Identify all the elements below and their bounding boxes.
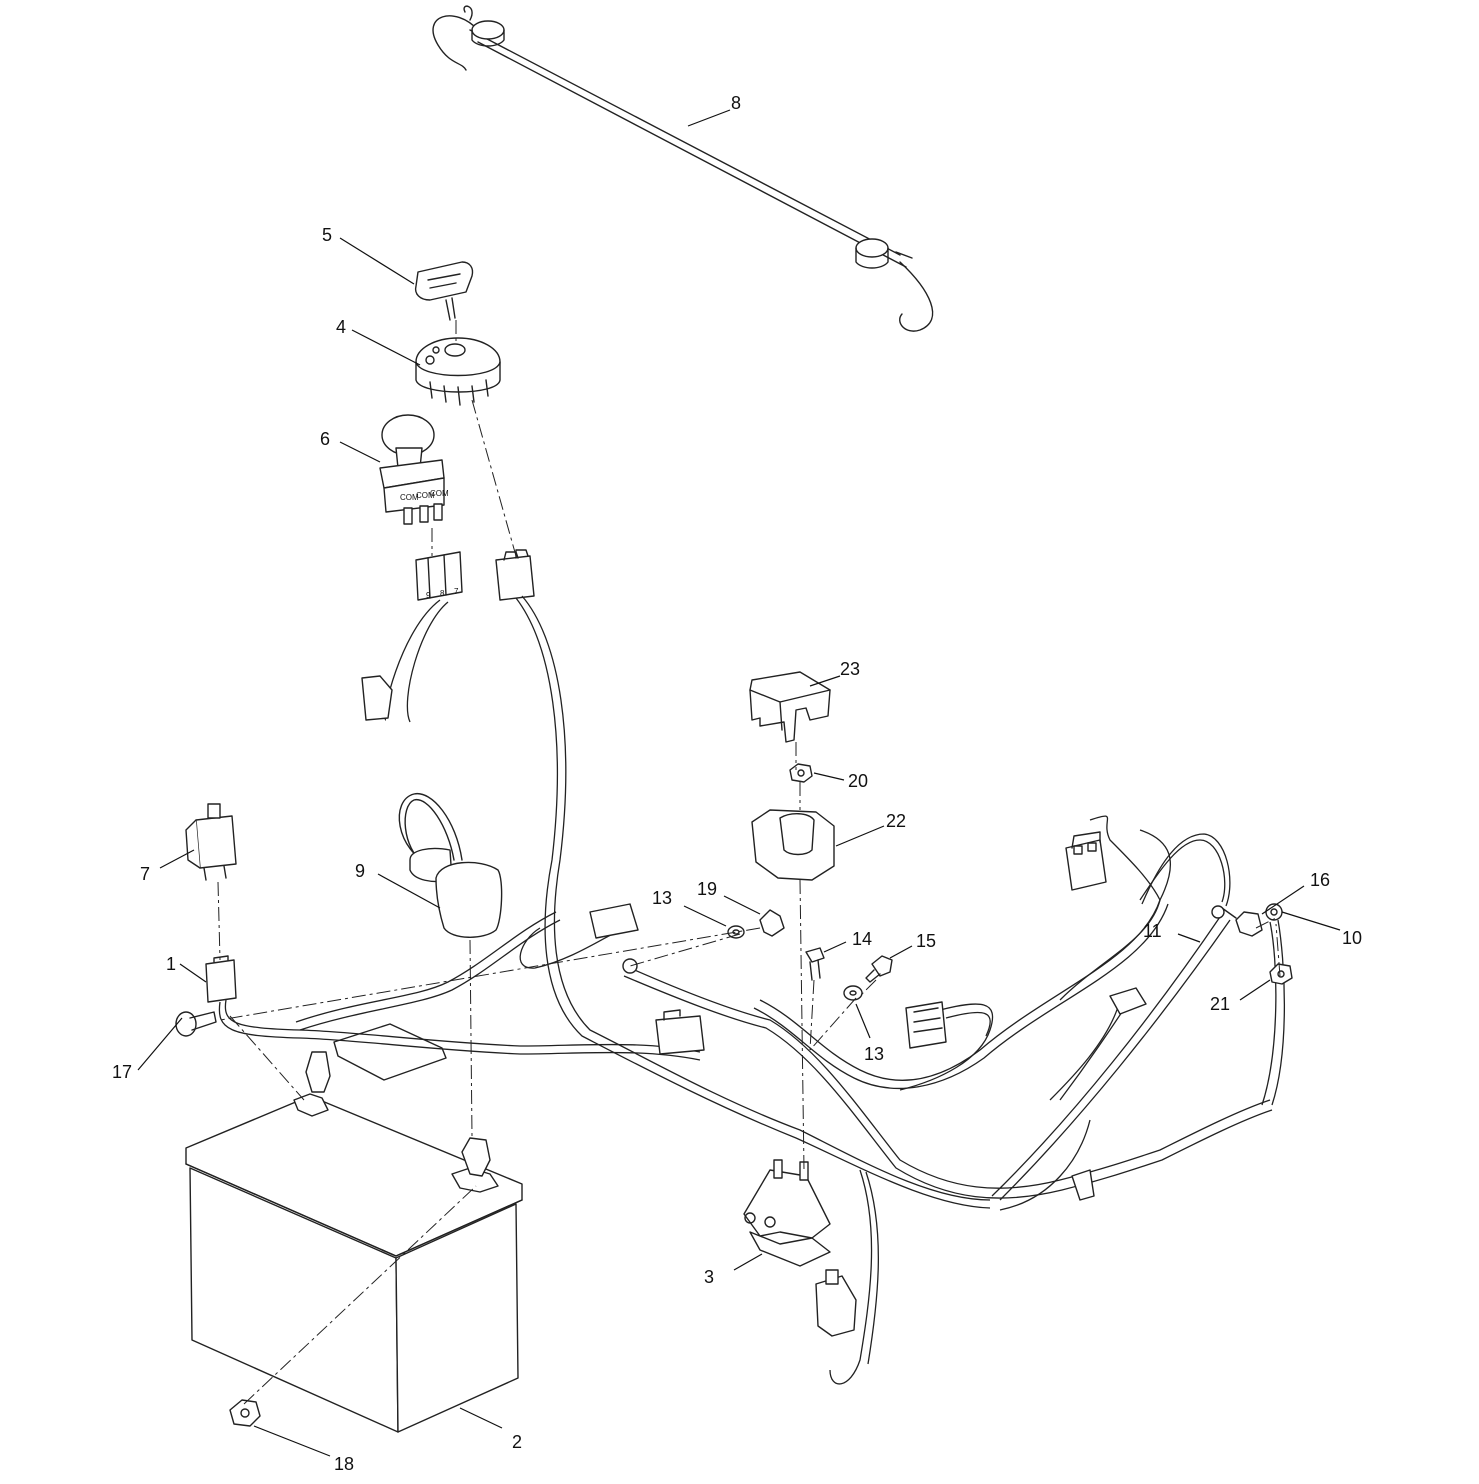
callout-22: 22 [886, 811, 906, 831]
ignition-switch-part [415, 337, 501, 406]
callout-19: 19 [697, 879, 717, 899]
battery-nut-part [229, 1399, 261, 1427]
harness-connector-center [655, 1009, 705, 1055]
pto-terminal-label-2: COM [416, 491, 435, 500]
bolt-16-part [1221, 907, 1263, 937]
connector-pin-label-9: 9 [426, 591, 431, 600]
battery-part [185, 1023, 523, 1433]
bolt-15-part [865, 955, 893, 983]
terminal-boot-part [751, 809, 835, 881]
hex-nut-part [789, 763, 813, 783]
connector-pin-label-8: 8 [440, 589, 445, 598]
assembly-lines [217, 320, 1281, 1405]
callout-2: 2 [512, 1432, 522, 1452]
callout-18: 18 [334, 1454, 354, 1474]
pto-connector: 9 8 7 [415, 551, 463, 601]
relay-socket [205, 955, 237, 1003]
callout-7: 7 [140, 864, 150, 884]
pto-switch-part: COM COM COM [379, 414, 449, 525]
washer-upper-part [727, 925, 745, 939]
wing-nut-part [759, 909, 785, 937]
terminal-boot-loop-part [398, 793, 503, 938]
connector-pin-label-7: 7 [454, 587, 459, 596]
pto-terminal-label-3: COM [430, 489, 449, 498]
callout-14: 14 [852, 929, 872, 949]
callout-4: 4 [336, 317, 346, 337]
harness-connector-six-pin [1065, 831, 1107, 891]
washer-lower-part [843, 985, 863, 1001]
callout-23: 23 [840, 659, 860, 679]
ignition-connector [495, 549, 535, 601]
callout-labels: 8 5 4 6 23 20 22 7 9 13 19 14 15 16 10 1… [112, 93, 1362, 1474]
terminal-bolt-part [175, 1011, 217, 1037]
callout-21: 21 [1210, 994, 1230, 1014]
harness-connector-lower [815, 1269, 857, 1337]
callout-5: 5 [322, 225, 332, 245]
hook-rod-part [432, 5, 934, 332]
callout-10: 10 [1342, 928, 1362, 948]
flange-bolt-14-part [805, 947, 825, 981]
pto-terminal-label-1: COM [400, 493, 419, 502]
relay-part [185, 803, 237, 881]
nut-21-part [1269, 963, 1293, 985]
callout-20: 20 [848, 771, 868, 791]
callout-9: 9 [355, 861, 365, 881]
harness-clip [1071, 1169, 1095, 1201]
callout-17: 17 [112, 1062, 132, 1082]
leader-lines [137, 109, 1341, 1457]
harness-connector-eight-pin [905, 1001, 947, 1049]
callout-16: 16 [1310, 870, 1330, 890]
terminal-cover-part [749, 671, 831, 743]
ignition-key-part [414, 261, 474, 321]
cable-terminal-10-part [622, 903, 1283, 974]
callout-15: 15 [916, 931, 936, 951]
callout-8: 8 [731, 93, 741, 113]
callout-3: 3 [704, 1267, 714, 1287]
callout-1: 1 [166, 954, 176, 974]
callout-11: 11 [1143, 921, 1162, 941]
callout-13-lower: 13 [864, 1044, 884, 1064]
harness-connector-upper-left [361, 675, 393, 721]
callout-13-upper: 13 [652, 888, 672, 908]
starter-solenoid-part [743, 1159, 831, 1267]
main-wire-harness [218, 595, 1286, 1385]
callout-6: 6 [320, 429, 330, 449]
